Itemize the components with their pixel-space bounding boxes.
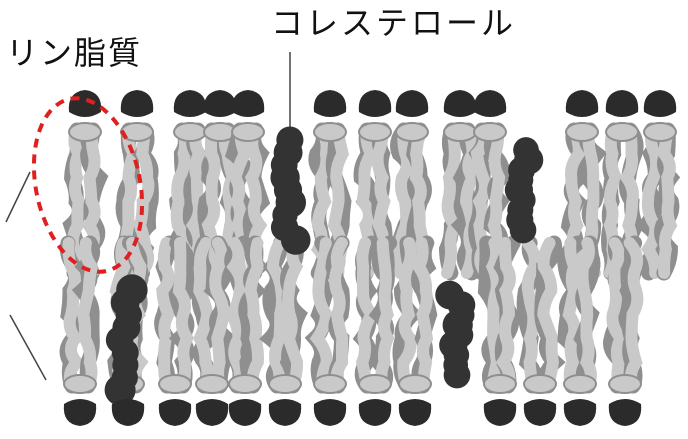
lipid-head <box>474 90 506 117</box>
lipid-head <box>196 399 228 426</box>
lipid-head <box>359 399 391 426</box>
lipid-neck <box>314 123 346 141</box>
lipid-head <box>64 399 96 426</box>
lipid-head <box>609 399 641 426</box>
cholesterol-molecule <box>505 137 543 243</box>
lipid-tail <box>381 243 387 386</box>
lipid-neck <box>314 375 346 393</box>
lipid-tail <box>403 243 411 386</box>
lipid-neck <box>269 375 301 393</box>
cholesterol-part <box>444 362 471 389</box>
lipid-head <box>566 90 598 117</box>
lipid-head <box>484 399 516 426</box>
lipid-tail <box>582 243 590 386</box>
lipid-head <box>444 90 476 117</box>
lipid-head <box>204 90 236 117</box>
lipid-head <box>232 90 264 117</box>
lipid-neck <box>444 123 476 141</box>
cholesterol-part <box>281 225 311 255</box>
lipid-neck <box>644 123 676 141</box>
lipid-neck <box>196 375 228 393</box>
lipid-tail <box>419 243 427 386</box>
lipid-neck <box>484 375 516 393</box>
lipid-head <box>399 399 431 426</box>
lipid-head <box>606 90 638 117</box>
lipid-head <box>269 399 301 426</box>
lipid-neck <box>359 375 391 393</box>
lipid-neck <box>609 375 641 393</box>
lipid-tail <box>664 130 671 273</box>
lipid-head <box>174 90 206 117</box>
lipid-tail <box>162 243 168 386</box>
bilayer-pointer-line <box>6 172 30 222</box>
lipid-neck <box>359 123 391 141</box>
lipid-tail <box>68 243 76 386</box>
lipid-neck <box>229 375 261 393</box>
lipid-tail <box>179 243 187 386</box>
lipid-neck <box>64 375 96 393</box>
lipid-neck <box>232 123 264 141</box>
phospholipid-label: リン脂質 <box>6 28 142 74</box>
cholesterol-molecule <box>435 281 475 389</box>
lipid-head <box>396 90 428 117</box>
lipid-tail <box>630 243 638 386</box>
bilayer-pointer-line <box>10 315 46 380</box>
lipid-neck <box>566 123 598 141</box>
lipid-neck <box>474 123 506 141</box>
lipid-neck <box>396 123 428 141</box>
lipid-neck <box>159 375 191 393</box>
lipid-head <box>229 399 261 426</box>
cholesterol-molecule <box>270 126 310 254</box>
lipid-head <box>121 90 153 117</box>
lipid-head <box>112 399 144 426</box>
lipid-tail <box>569 243 575 386</box>
lipid-tails <box>64 123 676 393</box>
cholesterol-part <box>510 217 537 244</box>
lipid-head <box>359 90 391 117</box>
lipid-head <box>564 399 596 426</box>
lipid-head <box>524 399 556 426</box>
lipid-tail <box>335 243 342 386</box>
lipid-head <box>69 90 101 117</box>
lipid-tail <box>503 243 510 386</box>
lipid-neck <box>174 123 206 141</box>
lipid-head <box>159 399 191 426</box>
lipid-head <box>314 399 346 426</box>
lipid-neck <box>69 123 101 141</box>
cholesterol-label: コレステロール <box>271 0 516 44</box>
lipid-neck <box>399 375 431 393</box>
lipid-tail <box>251 243 258 386</box>
lipid-neck <box>606 123 638 141</box>
lipid-neck <box>524 375 556 393</box>
lipid-neck <box>564 375 596 393</box>
lipid-head <box>314 90 346 117</box>
lipid-head <box>644 90 676 117</box>
lipid-tail <box>528 243 535 386</box>
